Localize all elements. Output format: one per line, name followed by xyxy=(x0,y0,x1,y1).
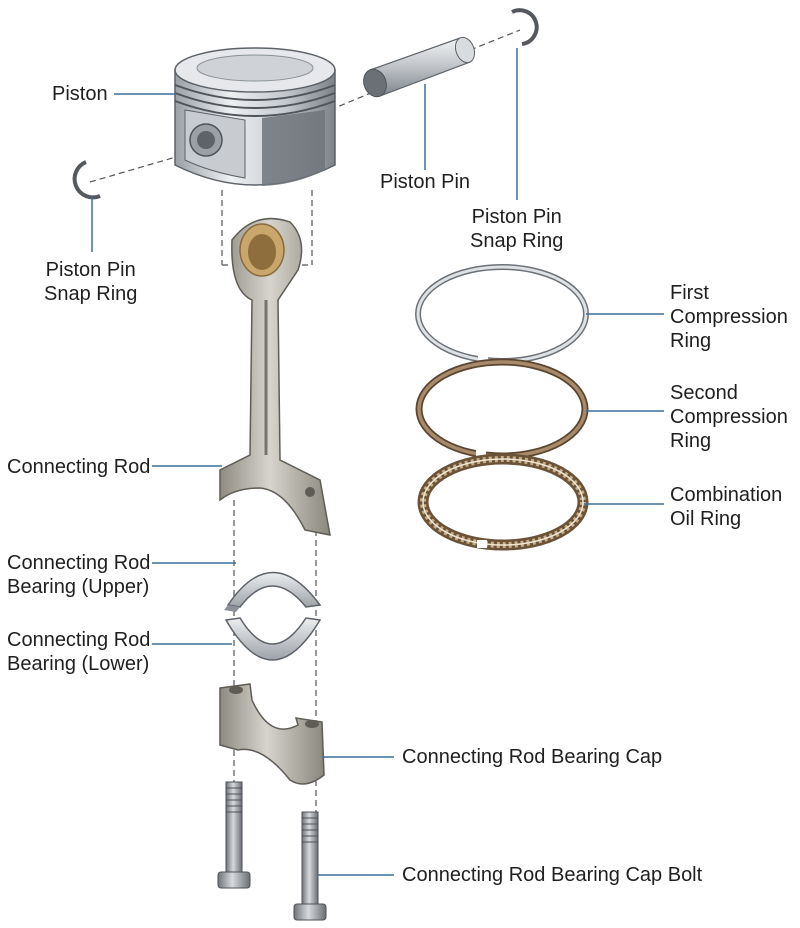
second-compression-ring-illustration xyxy=(415,358,589,460)
piston-pin-illustration xyxy=(363,36,476,98)
combination-oil-ring-illustration xyxy=(417,453,589,551)
bearing-lower-illustration xyxy=(224,617,322,661)
label-piston: Piston xyxy=(52,83,108,105)
piston-illustration xyxy=(174,47,336,186)
bearing-cap-bolt-left-illustration xyxy=(217,781,251,889)
snap-ring-left-illustration xyxy=(72,160,101,200)
bearing-cap-bolt-right-illustration xyxy=(293,811,327,921)
connecting-rod-illustration xyxy=(219,217,331,536)
first-compression-ring-illustration xyxy=(415,264,589,364)
label-bearing-cap: Connecting Rod Bearing Cap xyxy=(402,746,663,768)
label-connecting-rod: Connecting Rod xyxy=(7,456,151,478)
label-bearing-cap-bolt: Connecting Rod Bearing Cap Bolt xyxy=(402,864,703,886)
bearing-cap-illustration xyxy=(219,683,325,785)
leader-lines xyxy=(91,48,664,876)
snap-ring-right-illustration xyxy=(511,8,539,46)
label-piston-pin: Piston Pin xyxy=(380,171,471,193)
bearing-upper-illustration xyxy=(224,571,322,612)
